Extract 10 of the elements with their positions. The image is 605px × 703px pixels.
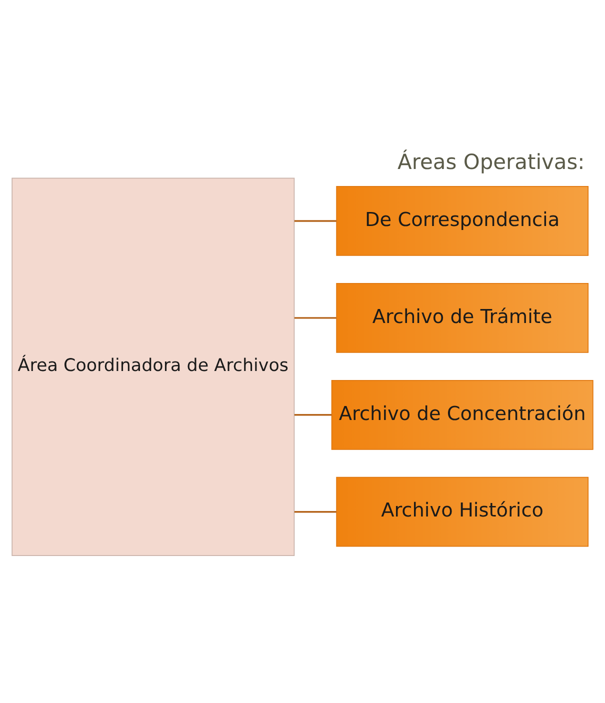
- connector: [294, 510, 336, 512]
- connector: [294, 220, 336, 222]
- connector: [294, 316, 336, 318]
- diagram-title: Áreas Operativas:: [398, 149, 585, 174]
- node-box: Archivo Histórico: [336, 476, 589, 546]
- node-box: Área Coordinadora de Archivos: [12, 177, 295, 556]
- node-box: Archivo de Concentración: [331, 379, 594, 450]
- node-box: Archivo de Trámite: [336, 282, 589, 352]
- node-box: De Correspondencia: [336, 186, 589, 256]
- connector: [294, 414, 332, 416]
